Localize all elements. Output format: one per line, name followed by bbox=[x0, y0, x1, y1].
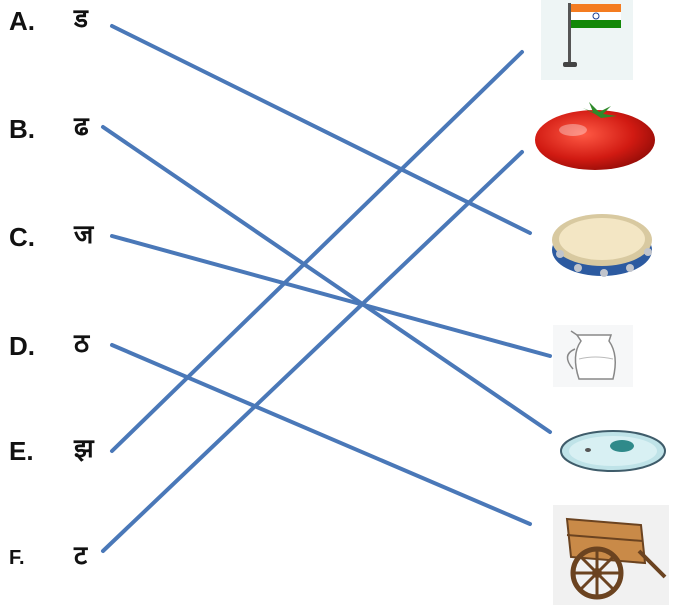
cart-icon[interactable] bbox=[553, 505, 669, 605]
jug-icon[interactable] bbox=[553, 325, 633, 387]
row-label: A. bbox=[9, 6, 35, 36]
match-line-c[interactable] bbox=[110, 234, 552, 358]
hindi-char: ढ bbox=[74, 112, 89, 142]
row-label: B. bbox=[9, 114, 35, 144]
hindi-char: झ bbox=[74, 434, 94, 464]
match-line-f[interactable] bbox=[101, 150, 524, 553]
tambourine-icon[interactable] bbox=[548, 206, 660, 280]
row-label: E. bbox=[9, 436, 34, 466]
plate-icon[interactable] bbox=[558, 426, 668, 476]
match-line-d[interactable] bbox=[110, 343, 532, 526]
row-label: F. bbox=[9, 547, 25, 569]
flag-icon[interactable] bbox=[541, 0, 633, 80]
match-line-e[interactable] bbox=[110, 50, 524, 453]
hindi-char: ड bbox=[74, 4, 88, 34]
row-label: D. bbox=[9, 331, 35, 361]
match-line-a[interactable] bbox=[110, 24, 532, 235]
tomato-icon[interactable] bbox=[533, 100, 661, 172]
hindi-char: ठ bbox=[74, 329, 90, 359]
hindi-char: ज bbox=[74, 220, 94, 250]
row-label: C. bbox=[9, 222, 35, 252]
match-line-b[interactable] bbox=[101, 125, 552, 434]
hindi-char: ट bbox=[74, 541, 88, 571]
